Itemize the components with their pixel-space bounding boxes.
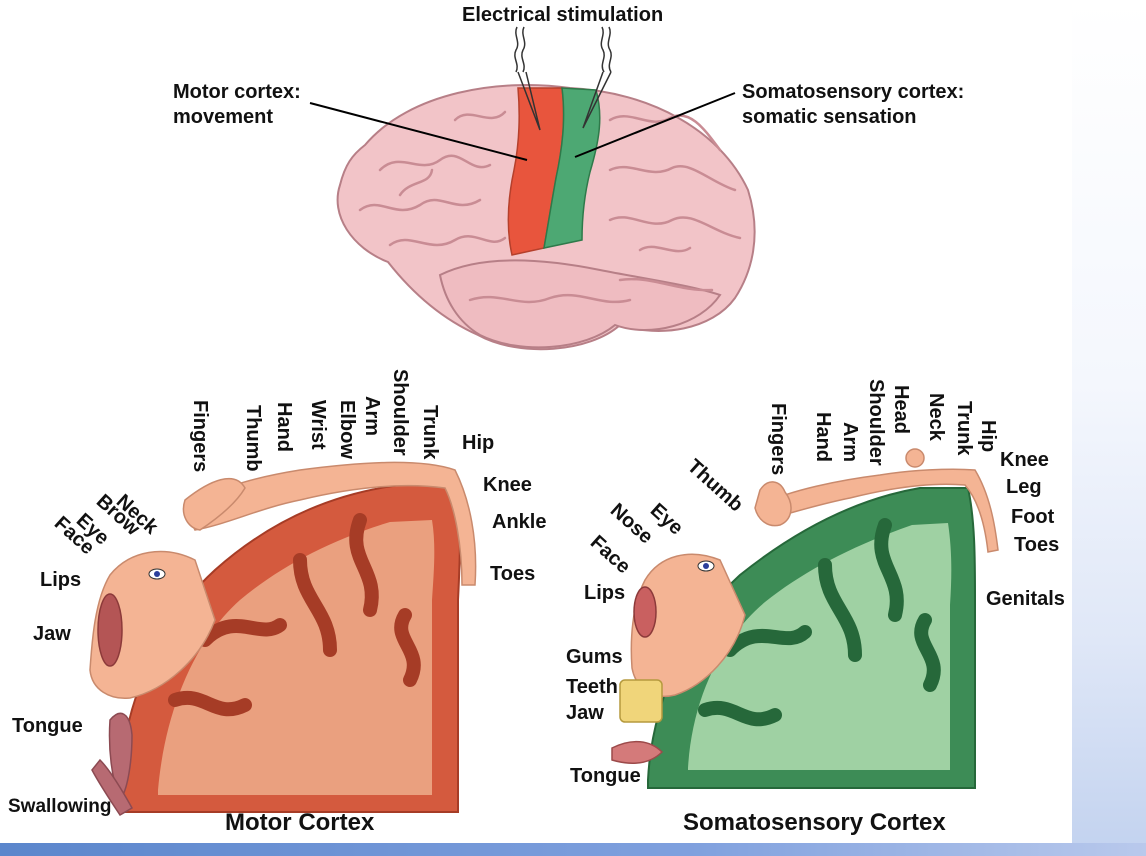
somatosensory-section-inner (688, 523, 952, 770)
somato-label-hand: Hand (812, 412, 834, 462)
somato-label-lips: Lips (584, 582, 626, 604)
electrical-stimulation-label: Electrical stimulation (462, 4, 664, 26)
motor-homunculus-pharynx (91, 758, 134, 817)
motor-label-ankle: Ankle (492, 511, 547, 533)
motor-cortex-folds (168, 513, 421, 717)
somatosensory-cortex-title: Somatosensory Cortex (683, 809, 946, 836)
brain-temporal-lobe (438, 259, 722, 349)
somatosensory-homunculus-face (630, 553, 746, 697)
somatosensory-homunculus-teeth (619, 679, 663, 723)
electrode-left (514, 26, 541, 131)
motor-label-toes: Toes (490, 563, 536, 585)
somato-label-teeth: Teeth (566, 676, 618, 698)
somatosensory-leader-line (574, 92, 736, 158)
motor-homunculus-body (184, 461, 477, 586)
somatosensory-homunculus-tongue (611, 740, 664, 765)
motor-label-jaw: Jaw (33, 623, 71, 645)
somato-label-arm: Arm (839, 422, 861, 463)
somato-label-trunk: Trunk (953, 401, 975, 456)
motor-cortex-title: Motor Cortex (225, 809, 375, 836)
somato-label-tongue: Tongue (570, 765, 641, 787)
motor-cortex-illustration (89, 461, 477, 817)
somato-label-toes: Toes (1014, 534, 1060, 556)
motor-cortex-label-function: movement (173, 106, 274, 128)
somato-label-fingers: Fingers (767, 403, 789, 476)
somatosensory-homunculus-body (759, 468, 999, 553)
somatosensory-homunculus-hand (754, 481, 792, 527)
somatosensory-cortex-strip (543, 87, 601, 249)
motor-homunculus-mouth (97, 593, 123, 667)
somatosensory-homunculus-lips (633, 586, 657, 638)
somatosensory-folds (698, 518, 941, 727)
motor-label-thumb: Thumb (242, 405, 264, 472)
motor-label-shoulder: Shoulder (389, 369, 411, 456)
motor-label-arm: Arm (361, 396, 383, 437)
somatosensory-cortex-illustration (611, 448, 999, 789)
somato-label-head: Head (890, 385, 912, 434)
electrode-right (582, 26, 612, 129)
brain-gyri (358, 110, 742, 304)
somatosensory-homunculus-head (905, 448, 925, 468)
motor-homunculus-hand (182, 477, 246, 531)
somato-label-foot: Foot (1011, 506, 1055, 528)
somato-label-shoulder: Shoulder (865, 379, 887, 466)
somatosensory-cortex-label-function: somatic sensation (742, 106, 917, 128)
somato-label-neck: Neck (925, 393, 947, 441)
motor-homunculus-face (89, 550, 216, 699)
motor-cortex-label-title: Motor cortex: (173, 81, 301, 103)
background-gradient-right (1072, 0, 1146, 856)
motor-label-knee: Knee (483, 474, 532, 496)
motor-label-wrist: Wrist (307, 400, 329, 450)
background-gradient-bottom (0, 843, 1146, 856)
motor-label-trunk: Trunk (419, 405, 441, 460)
somato-label-leg: Leg (1006, 476, 1042, 498)
motor-label-lips: Lips (40, 569, 82, 591)
motor-label-swallowing: Swallowing (8, 796, 112, 817)
motor-label-tongue: Tongue (12, 715, 83, 737)
motor-cortex-leader-line (309, 102, 528, 161)
somato-label-genitals: Genitals (986, 588, 1065, 610)
motor-label-fingers: Fingers (189, 400, 211, 473)
somato-label-knee: Knee (1000, 449, 1049, 471)
somato-label-hip: Hip (977, 420, 999, 453)
motor-label-elbow: Elbow (336, 400, 358, 459)
somatosensory-cortex-label-title: Somatosensory cortex: (742, 81, 965, 103)
motor-label-hip: Hip (462, 432, 495, 454)
somato-label-jaw: Jaw (566, 702, 604, 724)
somato-label-gums: Gums (566, 646, 623, 668)
brain-illustration (309, 26, 756, 351)
motor-label-hand: Hand (273, 402, 295, 452)
